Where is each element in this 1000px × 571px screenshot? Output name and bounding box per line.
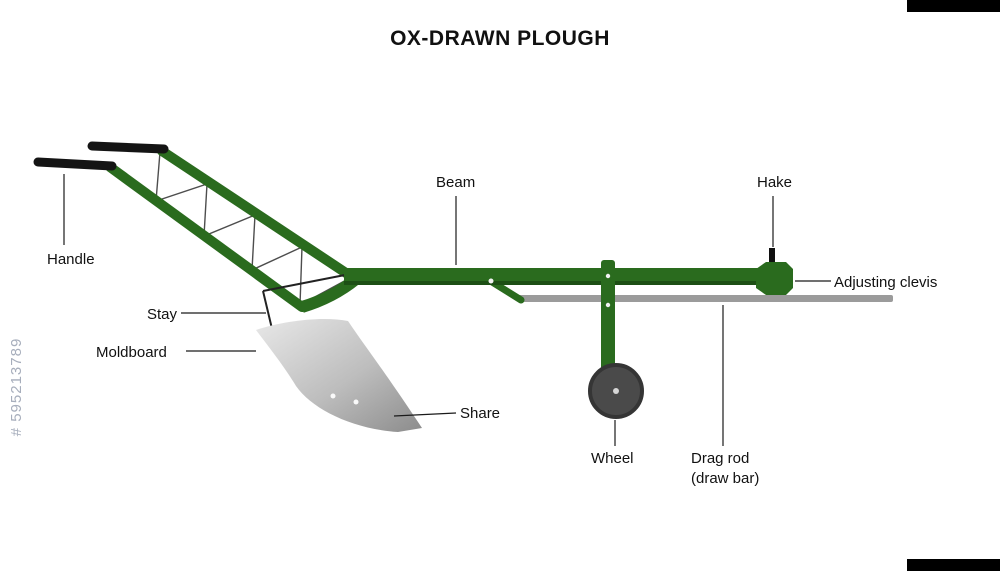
frame-lower-beam xyxy=(105,162,307,312)
frame-truss-bracing xyxy=(155,151,351,307)
label-share: Share xyxy=(460,405,501,422)
label-adjusting-clevis: Adjusting clevis xyxy=(834,274,938,291)
label-hake: Hake xyxy=(757,174,793,191)
wheel-bar-bolt-2 xyxy=(605,302,611,308)
beam-bolt xyxy=(488,278,494,284)
label-drag-rod: Drag rod (draw bar) xyxy=(691,449,759,489)
hake-pin xyxy=(769,248,775,272)
moldboard-bolt-1 xyxy=(330,393,336,399)
label-handle: Handle xyxy=(47,251,95,268)
frame-upper-beam xyxy=(157,146,357,282)
frame-bar-top-right xyxy=(907,0,1000,12)
stay-rod-diagonal xyxy=(262,273,351,292)
label-drag-rod-line2: (draw bar) xyxy=(691,470,760,487)
main-beam-shadow xyxy=(344,281,770,285)
drag-rod xyxy=(517,295,893,302)
handle-lower xyxy=(33,157,117,171)
wheel-hub xyxy=(613,388,619,394)
label-wheel: Wheel xyxy=(591,450,634,467)
moldboard-shape xyxy=(256,319,422,432)
moldboard-bolt-2 xyxy=(353,399,359,405)
handle-upper xyxy=(87,141,169,154)
adjusting-clevis xyxy=(756,262,793,295)
figure-title: OX-DRAWN PLOUGH xyxy=(390,27,610,50)
label-stay: Stay xyxy=(147,306,178,323)
label-drag-rod-line1: Drag rod xyxy=(691,450,750,467)
label-moldboard: Moldboard xyxy=(96,344,167,361)
label-beam: Beam xyxy=(436,174,476,191)
frame-bar-bottom-right xyxy=(907,559,1000,571)
main-beam xyxy=(344,268,770,285)
wheel-bar-bolt-1 xyxy=(605,273,611,279)
wheel-bar xyxy=(601,260,615,386)
leader-share xyxy=(393,412,457,417)
